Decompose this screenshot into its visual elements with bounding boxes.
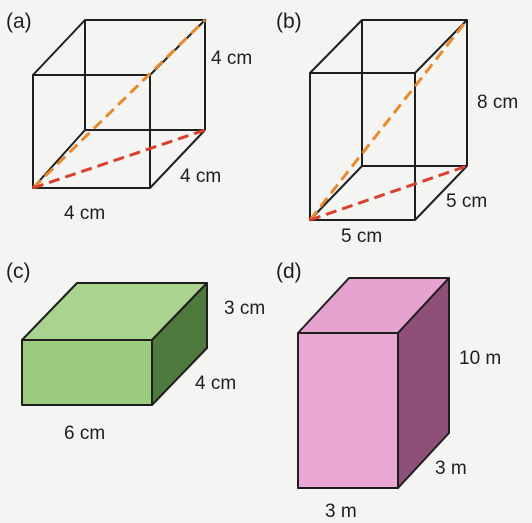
figure-d: (d) 10 m 3 m 3 m	[276, 260, 501, 522]
cuboid-c-height-label: 3 cm	[224, 298, 265, 319]
prism-d-front-face	[297, 332, 399, 489]
figure-c: (c) 3 cm 4 cm 6 cm	[6, 260, 265, 444]
prism-b-height-label: 8 cm	[477, 92, 518, 113]
cube-a-space-diagonal	[31, 18, 207, 190]
figure-d-label: (d)	[276, 260, 302, 283]
prism-b-space-diagonal	[308, 19, 469, 221]
prism-d-depth-label: 3 m	[435, 458, 467, 479]
cuboid-c-front-face	[21, 339, 153, 406]
cube-a-depth-label: 4 cm	[180, 166, 221, 187]
prism-b-width-label: 5 cm	[341, 226, 382, 247]
prism-d-height-label: 10 m	[459, 348, 501, 369]
prism-b-edges	[309, 19, 468, 221]
figure-a: (a) 4 cm 4 cm 4 cm	[6, 10, 252, 224]
figure-b: (b) 8 cm 5 cm 5 cm	[276, 10, 518, 247]
prism-b-depth-label: 5 cm	[446, 191, 487, 212]
prism-b-base-diagonal	[309, 164, 468, 222]
prism-d-width-label: 3 m	[325, 501, 357, 522]
figure-b-label: (b)	[276, 10, 302, 33]
cuboid-c-width-label: 6 cm	[64, 423, 105, 444]
figure-a-label: (a)	[6, 10, 32, 33]
prism-d-side-face	[397, 277, 450, 489]
cuboid-c-side-face	[151, 282, 208, 406]
cuboid-c-depth-label: 4 cm	[195, 373, 236, 394]
cube-a-base-diagonal	[32, 128, 206, 190]
cube-a-width-label: 4 cm	[64, 203, 105, 224]
cube-a-height-label: 4 cm	[211, 48, 252, 69]
figure-c-label: (c)	[6, 260, 31, 283]
